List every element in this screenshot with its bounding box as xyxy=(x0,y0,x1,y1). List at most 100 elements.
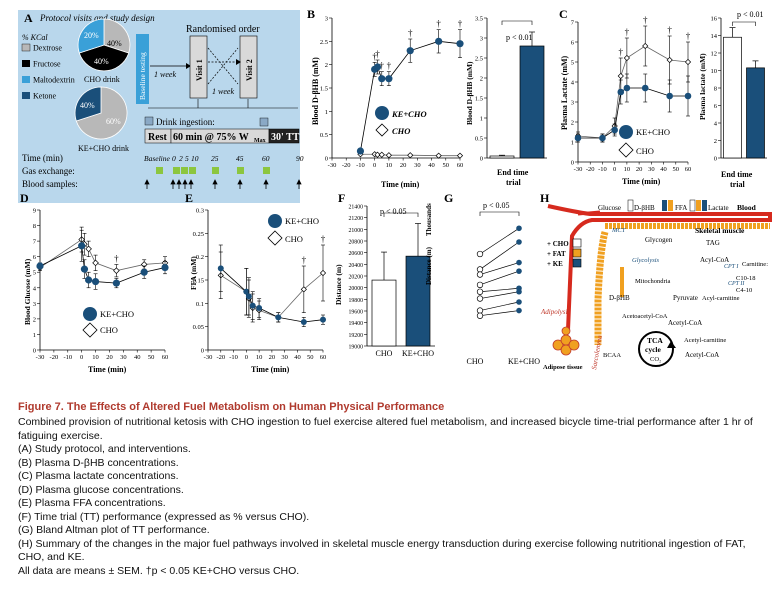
time-tick-45: 45 xyxy=(236,154,244,163)
panel-b-legend-ke-marker xyxy=(375,106,389,120)
panel-b-ylabel: Blood D-βHB (mM) xyxy=(311,57,320,125)
cross-arrow-2 xyxy=(207,47,239,85)
h-carnitine: Carnitine: xyxy=(742,261,768,268)
time-tick-90: 90 xyxy=(296,154,304,163)
x-tick-label: 60 xyxy=(685,166,692,173)
significance-dagger: † xyxy=(619,47,624,57)
y-tick-label: 3.5 xyxy=(475,16,483,23)
y-tick-label: 2.5 xyxy=(320,39,328,46)
data-point-cho xyxy=(476,288,484,295)
bar-cho xyxy=(371,279,397,347)
pie2-label-dextrose: 60% xyxy=(106,117,121,126)
panel-c-p-value: p < 0.01 xyxy=(737,10,764,19)
y-tick-label: 21000 xyxy=(349,228,364,234)
y-tick-label: 5 xyxy=(571,60,574,67)
data-point-ke-cho xyxy=(406,47,414,55)
h-dbhb-fat xyxy=(668,200,673,211)
y-tick-label: 1 xyxy=(325,109,328,116)
data-point-ke-cho xyxy=(300,319,307,325)
panel-e-legend-cho: CHO xyxy=(285,234,303,244)
x-tick-label: -30 xyxy=(204,354,213,361)
x-tick-label: -10 xyxy=(63,354,72,361)
y-tick-label: 3 xyxy=(33,301,36,308)
data-point-cho xyxy=(113,267,120,274)
data-point-ke-cho xyxy=(245,293,252,300)
h-glycolysis: Glycolysis xyxy=(632,257,660,264)
week1-arrow-head xyxy=(186,63,191,69)
h-legend-cho: + CHO xyxy=(547,240,569,248)
panel-h-letter: H xyxy=(540,191,550,205)
panel-f: F 19000192001940019600198002000020200204… xyxy=(334,191,435,358)
data-point-ke-cho xyxy=(91,277,100,286)
x-tick-label: 0 xyxy=(245,354,248,361)
week2-label: 1 week xyxy=(212,87,234,96)
significance-dagger: † xyxy=(643,15,648,25)
x-tick-label: 60 xyxy=(457,162,464,169)
week1-label: 1 week xyxy=(154,70,176,79)
x-tick-label: 10 xyxy=(92,354,99,361)
x-tick-label: 60 xyxy=(320,354,327,361)
x-tick-label: 20 xyxy=(400,162,407,169)
y-tick-label: 2.5 xyxy=(475,56,483,63)
y-tick-label: 19800 xyxy=(349,298,364,304)
panel-d-letter: D xyxy=(20,191,29,205)
data-point-cho xyxy=(92,259,99,267)
h-ffa-cho xyxy=(689,199,696,212)
y-tick-label: 0.15 xyxy=(193,278,204,285)
pair-line xyxy=(479,241,520,270)
data-point-cho xyxy=(85,245,92,253)
y-tick-label: 0.1 xyxy=(196,301,204,308)
wmax-subscript: Max xyxy=(254,138,266,144)
h-acetyl-coa-2: Acetyl-CoA xyxy=(685,351,719,359)
y-tick-label: 0 xyxy=(201,348,204,355)
y-tick-label: 12 xyxy=(711,51,718,58)
y-tick-label: 0.05 xyxy=(193,324,204,331)
time-tick-2: 2 xyxy=(179,154,183,163)
data-point-ke-cho xyxy=(456,40,464,48)
significance-dagger: † xyxy=(321,234,326,244)
data-point-cho xyxy=(456,152,464,159)
panel-c-legend-cho: CHO xyxy=(636,146,654,156)
y-tick-label: 1.5 xyxy=(320,86,328,93)
y-tick-label: 1 xyxy=(480,116,483,123)
x-tick-label: 20 xyxy=(636,166,643,173)
panel-e-letter: E xyxy=(185,191,193,205)
h-mitochondria: Mitochondria xyxy=(635,278,670,285)
h-tag: TAG xyxy=(706,239,720,247)
significance-bracket xyxy=(383,212,419,217)
caption-line-g: (G) Bland Altman plot of TT performance. xyxy=(18,524,210,536)
panel-d-legend-ke: KE+CHO xyxy=(100,309,134,319)
caption-line-c: (C) Plasma lactate concentrations. xyxy=(18,470,179,482)
x-tick-label: 10 xyxy=(386,162,393,169)
caption-line-h: (H) Summary of the changes in the major … xyxy=(18,537,746,564)
x-tick-label: -10 xyxy=(598,166,607,173)
pie-ke-cho-drink: 40% 60% KE+CHO drink xyxy=(74,86,129,153)
legend-swatch-maltodextrin xyxy=(22,76,30,83)
blood-sample-arrows xyxy=(144,179,302,189)
panel-a-letter: A xyxy=(24,11,33,25)
category-label: KE+CHO xyxy=(508,357,540,366)
baseline-testing-box xyxy=(136,34,149,104)
h-ffa-fat xyxy=(696,200,701,211)
data-point-ke-cho xyxy=(599,134,606,142)
pair-line xyxy=(479,270,520,286)
bar-ke-cho xyxy=(519,45,545,159)
legend-title: % KCal xyxy=(22,33,48,42)
x-tick-label: -30 xyxy=(36,354,45,361)
h-co2: CO₂ xyxy=(650,356,661,363)
data-point-ke-cho xyxy=(623,84,631,92)
bar-cho xyxy=(489,155,515,159)
h-bcaa: BCAA xyxy=(603,352,621,359)
x-tick-label: 40 xyxy=(294,354,301,361)
pie1-slice-maltodextrin xyxy=(77,18,105,54)
y-tick-label: 20200 xyxy=(349,275,364,281)
x-tick-label: 30 xyxy=(648,166,655,173)
data-point-cho xyxy=(476,312,484,319)
y-tick-label: 1.5 xyxy=(475,96,483,103)
panel-d-xlabel: Time (min) xyxy=(88,365,127,374)
panel-c-ylabel: Plasma Lactate (mM) xyxy=(560,55,569,130)
